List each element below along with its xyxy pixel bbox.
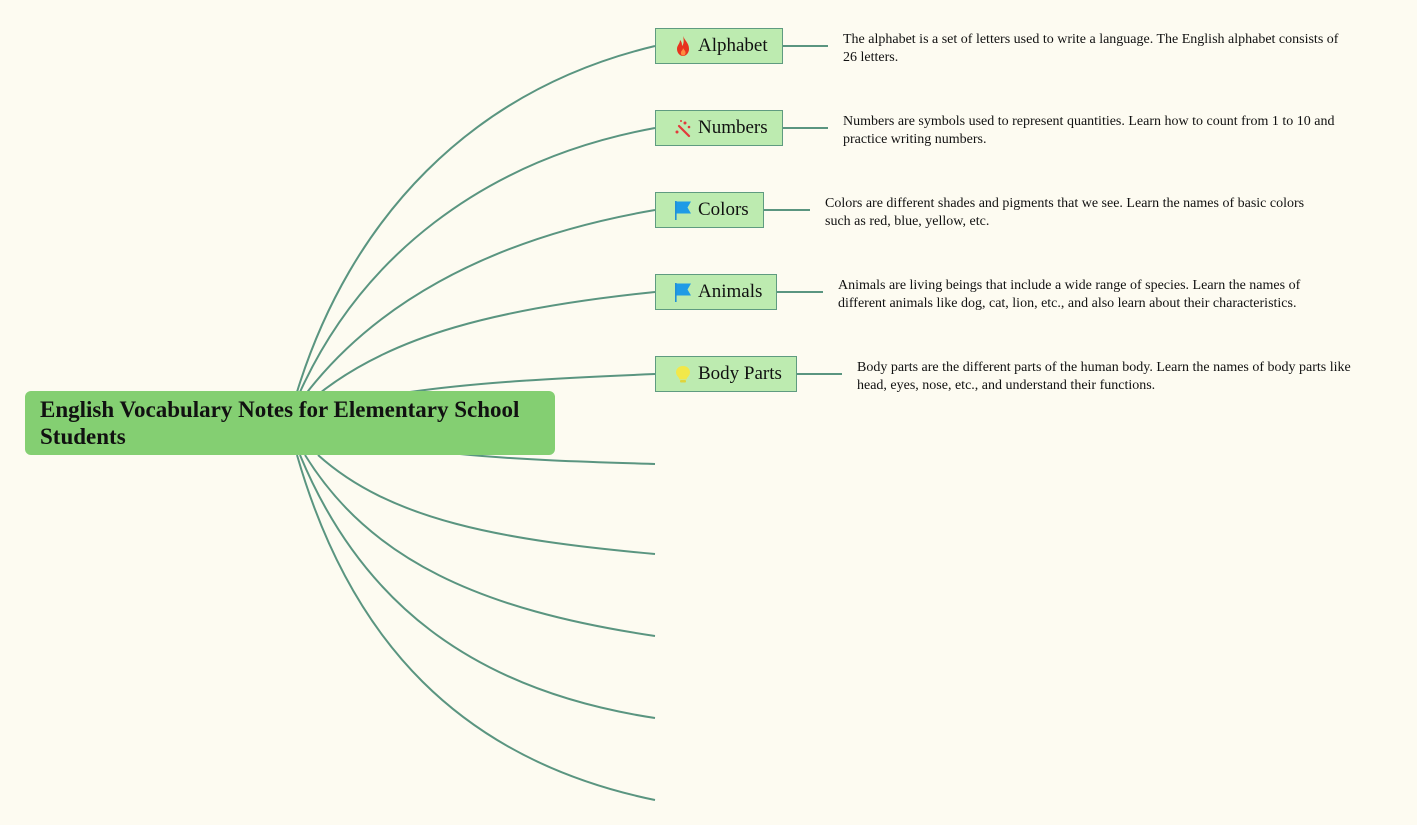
- topic-label: Animals: [698, 281, 763, 302]
- branch-line: [317, 454, 656, 555]
- blue-flag-icon: [673, 281, 693, 303]
- lightbulb-icon: [673, 363, 693, 385]
- topic-label: Colors: [698, 199, 749, 220]
- topic-numbers[interactable]: Numbers: [655, 110, 783, 146]
- sparkle-wand-icon: [673, 117, 693, 139]
- central-topic-title: English Vocabulary Notes for Elementary …: [40, 397, 520, 449]
- branch-line: [459, 453, 656, 465]
- topic-description: Colors are different shades and pigments…: [825, 196, 1305, 229]
- topic-alphabet[interactable]: Alphabet: [655, 28, 783, 64]
- branch-line: [299, 454, 656, 719]
- topic-body-parts[interactable]: Body Parts: [655, 356, 797, 392]
- branch-line: [296, 45, 656, 393]
- topic-description: Numbers are symbols used to represent qu…: [843, 114, 1335, 147]
- branch-line: [304, 209, 656, 396]
- topic-label: Body Parts: [698, 363, 782, 384]
- topic-description: The alphabet is a set of letters used to…: [843, 32, 1339, 65]
- branch-line: [409, 373, 656, 393]
- central-topic[interactable]: English Vocabulary Notes for Elementary …: [25, 391, 555, 455]
- topic-colors[interactable]: Colors: [655, 192, 764, 228]
- branch-line: [314, 291, 656, 398]
- branch-line: [304, 454, 656, 637]
- topic-description: Animals are living beings that include a…: [838, 278, 1301, 311]
- blue-flag-icon: [673, 199, 693, 221]
- fire-icon: [673, 35, 693, 57]
- branch-line: [299, 127, 656, 393]
- topic-description: Body parts are the different parts of th…: [857, 360, 1351, 393]
- topic-label: Alphabet: [698, 35, 768, 56]
- topic-animals[interactable]: Animals: [655, 274, 778, 310]
- branch-line: [296, 454, 656, 801]
- topic-label: Numbers: [698, 117, 768, 138]
